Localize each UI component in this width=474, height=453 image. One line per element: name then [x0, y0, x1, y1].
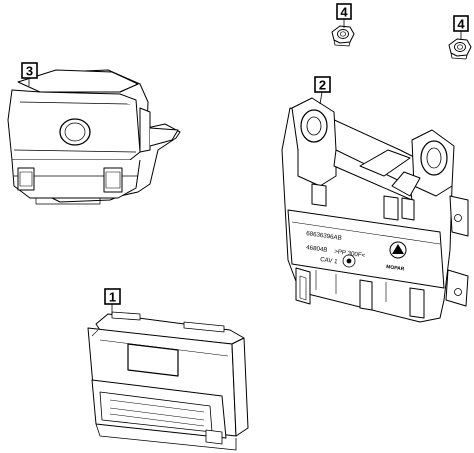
part-3-housing [7, 69, 181, 205]
callout-4-left: 4 [336, 3, 352, 28]
callout-3: 3 [21, 62, 38, 86]
bracket-markings: 68636396AB 46804B >PP 300F< CAV 1 MOPAR [306, 230, 405, 273]
callout-1-label: 1 [109, 290, 116, 305]
part-4-nut-left [331, 25, 355, 47]
bracket-code: 46804B [306, 244, 328, 254]
callout-3-label: 3 [26, 64, 33, 79]
bracket-brand: MOPAR [386, 264, 405, 273]
callout-4-left-label: 4 [340, 5, 348, 20]
part-1-module [87, 311, 249, 451]
callout-4-right-label: 4 [457, 17, 465, 32]
callout-2: 2 [314, 76, 331, 105]
part-2-bracket [281, 97, 469, 323]
part-4-nut-right [448, 38, 472, 60]
bracket-material: >PP 300F< [334, 248, 366, 259]
bracket-cav: CAV 1 [320, 256, 339, 265]
bracket-part-number: 68636396AB [306, 230, 342, 242]
callout-2-label: 2 [319, 78, 326, 93]
callout-4-right: 4 [453, 15, 469, 40]
callout-1: 1 [104, 288, 121, 314]
